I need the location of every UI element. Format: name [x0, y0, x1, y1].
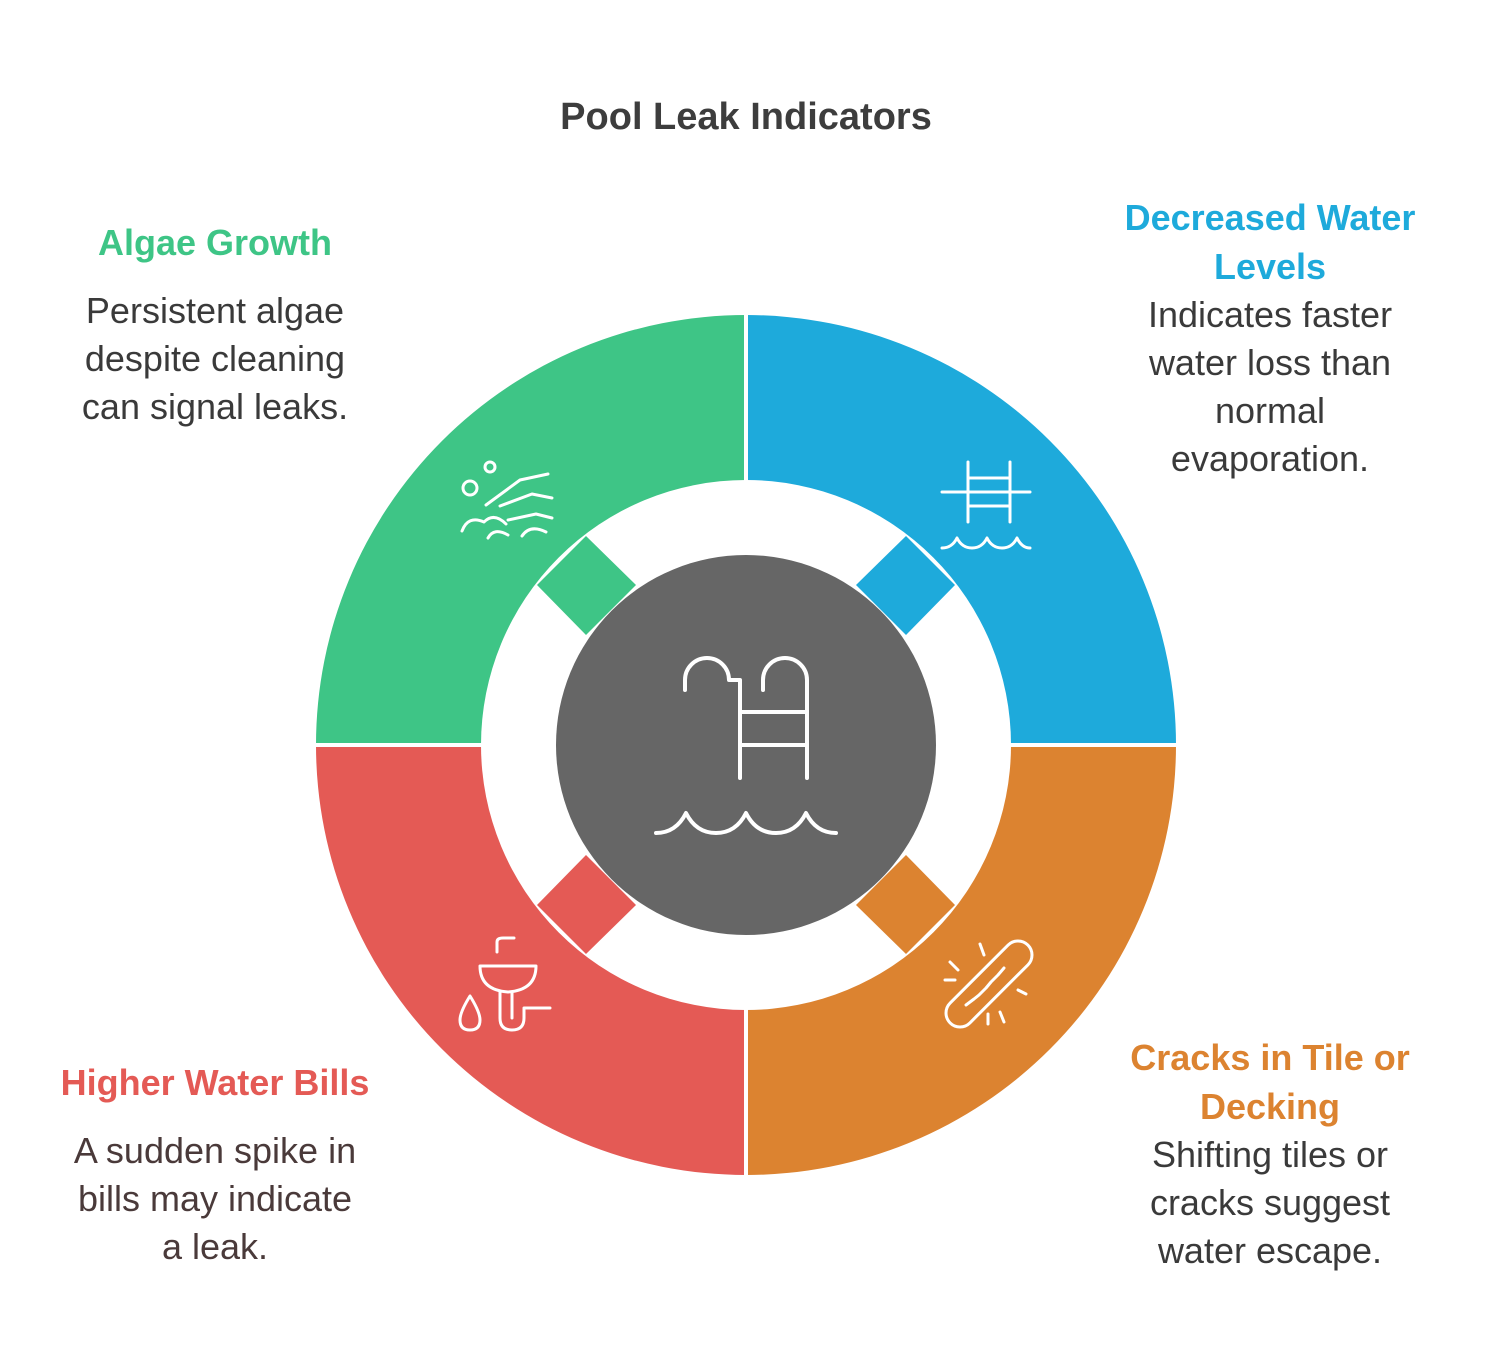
algae-growth-heading: Algae Growth: [97, 222, 333, 263]
desc-line: water loss than: [1148, 342, 1392, 383]
desc-line: Persistent algae: [85, 290, 345, 331]
pool-ladder-icon: [654, 656, 838, 835]
tab-bills: [537, 855, 636, 954]
algae-hand-icon: [460, 460, 554, 540]
algae-growth-block: Algae Growth Persistent algae despite cl…: [40, 218, 390, 431]
tab-water-levels: [856, 536, 955, 635]
higher-water-bills-block: Higher Water Bills A sudden spike in bil…: [40, 1058, 390, 1271]
ladder-water-icon: [940, 460, 1032, 550]
cracks-in-tile-description: Shifting tiles or cracks suggest water e…: [1090, 1131, 1450, 1275]
desc-line: bills may indicate: [77, 1178, 353, 1219]
cracks-in-tile-heading: Cracks in Tile or Decking: [1090, 1033, 1450, 1131]
desc-line: normal: [1214, 390, 1326, 431]
decreased-water-levels-block: Decreased Water Levels Indicates faster …: [1090, 193, 1450, 483]
tab-cracks: [856, 855, 955, 954]
desc-line: despite cleaning: [84, 338, 346, 379]
decreased-water-levels-heading: Decreased Water Levels: [1090, 193, 1450, 291]
segment-cracks: [746, 745, 1176, 1175]
cracks-in-tile-block: Cracks in Tile or Decking Shifting tiles…: [1090, 1033, 1450, 1275]
sink-drip-icon: [458, 936, 552, 1032]
heading-line: Decreased Water: [1124, 197, 1416, 238]
diagram-title: Pool Leak Indicators: [560, 96, 932, 138]
segment-bills: [316, 745, 746, 1175]
segment-water-levels: [746, 315, 1176, 745]
desc-line: can signal leaks.: [81, 386, 349, 427]
heading-line: Cracks in Tile or: [1130, 1037, 1410, 1078]
heading-line: Decking: [1199, 1086, 1341, 1127]
desc-line: Shifting tiles or: [1151, 1134, 1389, 1175]
desc-line: Indicates faster: [1147, 294, 1393, 335]
cracked-tile-icon: [943, 939, 1034, 1029]
algae-growth-description: Persistent algae despite cleaning can si…: [40, 287, 390, 431]
decreased-water-levels-description: Indicates faster water loss than normal …: [1090, 291, 1450, 483]
desc-line: a leak.: [161, 1226, 269, 1267]
heading-line: Levels: [1213, 246, 1327, 287]
desc-line: water escape.: [1157, 1230, 1383, 1271]
desc-line: evaporation.: [1170, 438, 1370, 479]
desc-line: cracks suggest: [1149, 1182, 1391, 1223]
tab-algae: [537, 536, 636, 635]
higher-water-bills-heading: Higher Water Bills: [60, 1062, 370, 1103]
higher-water-bills-description: A sudden spike in bills may indicate a l…: [40, 1127, 390, 1271]
desc-line: A sudden spike in: [73, 1130, 357, 1171]
